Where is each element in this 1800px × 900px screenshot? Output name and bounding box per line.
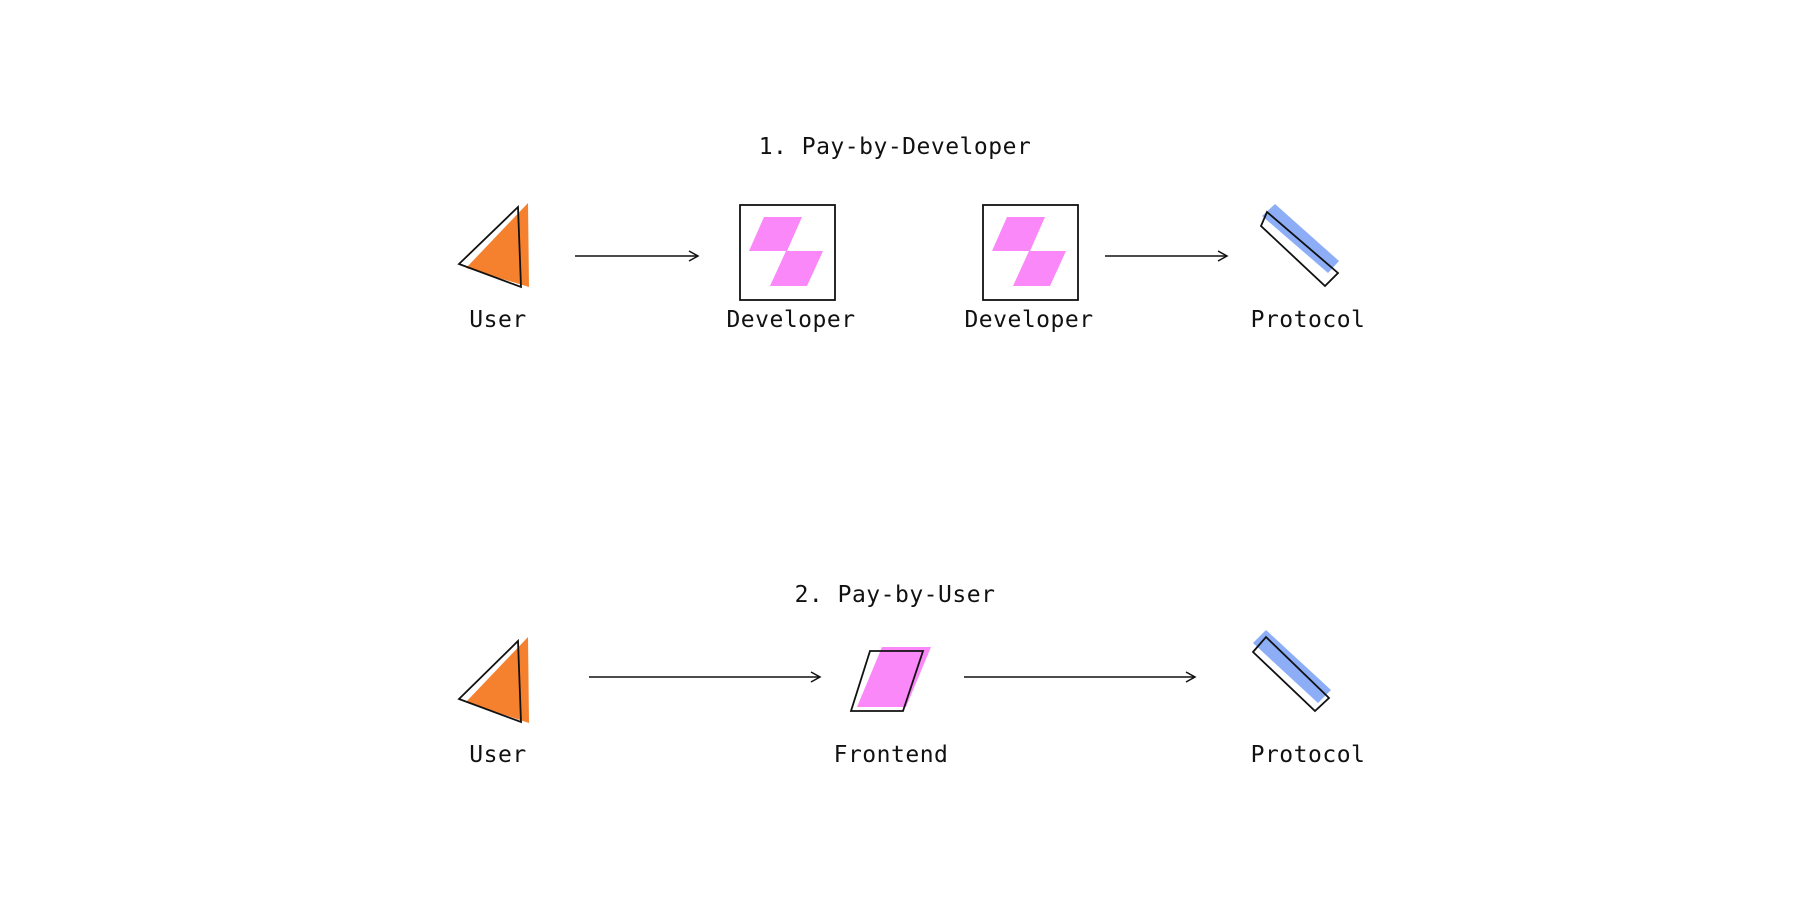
developer-fill [770,251,823,286]
user-triangle-fill [466,203,529,287]
frontend-parallelogram-icon [849,647,931,712]
protocol-fill [1253,630,1331,703]
node-label-developer: Developer [964,307,1094,333]
node-label-frontend: Frontend [833,742,949,768]
frontend-fill [857,647,931,707]
user-triangle-icon [457,637,529,724]
node-label-user: User [469,307,527,333]
node-label-protocol: Protocol [1250,307,1366,333]
user-triangle-icon [457,203,529,289]
developer-fill [749,217,802,251]
node-label-user: User [469,742,527,768]
protocol-bar-icon [1259,204,1340,288]
protocol-bar-icon [1251,630,1331,713]
protocol-fill [1262,204,1339,273]
section-2-title: 2. Pay-by-User [794,582,996,608]
developer-box-icon [739,204,836,301]
section-1-title: 1. Pay-by-Developer [758,134,1032,160]
developer-fill [992,217,1045,251]
developer-fill [1013,251,1066,286]
node-label-protocol: Protocol [1250,742,1366,768]
user-triangle-fill [466,637,529,723]
node-label-developer: Developer [726,307,856,333]
developer-box-icon [982,204,1079,301]
